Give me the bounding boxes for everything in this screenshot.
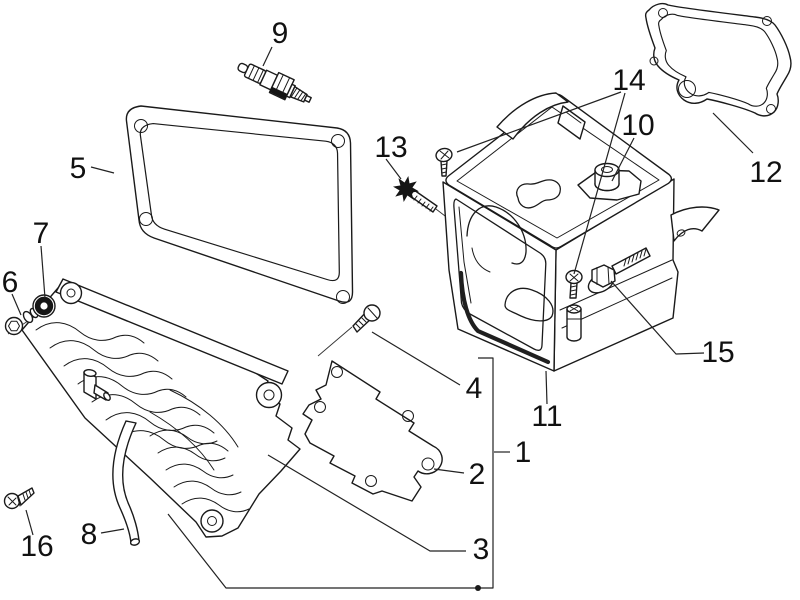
leader-line-4 (371, 331, 461, 386)
breather-pipe (112, 420, 141, 546)
leader-line-3 (267, 454, 466, 552)
leader-line-12 (712, 112, 754, 154)
cover-screw-top (435, 147, 453, 177)
callout-label-1: 1 (515, 436, 532, 469)
flange-ear (200, 509, 224, 533)
callout-label-4: 4 (466, 372, 483, 405)
self-tapping-screw (352, 304, 381, 333)
breather-elbow (83, 369, 111, 401)
callout-label-3: 3 (473, 533, 490, 566)
gasket-hole (134, 119, 148, 133)
leader-line-16 (25, 509, 34, 536)
baffle-plate (302, 360, 443, 502)
callout-label-9: 9 (272, 17, 289, 50)
valve-cover-gasket (644, 2, 792, 117)
flange-ear (59, 281, 83, 305)
spacer-sleeve (566, 304, 582, 342)
pan-head-screw (3, 487, 35, 510)
leader-line-5 (90, 166, 115, 174)
gasket-hole (678, 80, 696, 98)
stud-with-star-washer (393, 176, 438, 213)
axis-line (317, 326, 353, 357)
callout-label-14: 14 (612, 64, 645, 97)
callout-label-8: 8 (81, 518, 98, 551)
gasket-hole (762, 16, 772, 26)
callout-label-6: 6 (2, 266, 19, 299)
head-top-flange (55, 278, 289, 385)
top-cutout (516, 179, 561, 209)
head-cover-gasket (125, 105, 354, 304)
callout-label-11: 11 (531, 400, 562, 433)
plate-hole (421, 457, 435, 471)
leader-line-8 (100, 528, 125, 534)
plate-hole (402, 410, 414, 422)
callout-label-7: 7 (33, 217, 50, 250)
flange-ear (255, 381, 283, 409)
leader-line-14 (456, 91, 622, 153)
leader-line-2 (433, 468, 465, 474)
leader-line-13 (385, 158, 402, 180)
leader-line-7 (40, 245, 46, 299)
assembly-line (167, 513, 477, 589)
gasket-hole (658, 8, 668, 18)
assembly-line-dot (475, 585, 481, 591)
cylinder-head (21, 278, 301, 538)
gasket-hole (649, 56, 659, 66)
gasket-hole (331, 134, 345, 148)
leader-line-11 (545, 370, 548, 405)
cooling-fins-upper (35, 322, 229, 452)
callout-label-5: 5 (70, 152, 87, 185)
spark-plug (237, 62, 312, 103)
cap-nut (577, 162, 642, 201)
flange-cutout (504, 287, 554, 322)
cover-strap (496, 92, 569, 140)
callout-label-15: 15 (701, 336, 734, 369)
rocker-cover (442, 92, 720, 372)
leader-line-10 (611, 137, 635, 182)
cooling-fins-lower (149, 429, 250, 513)
gasket-hole (336, 290, 350, 304)
callout-label-16: 16 (20, 530, 53, 563)
grommet-washer (32, 294, 56, 318)
leader-line-15 (610, 280, 705, 355)
leader-line-6 (11, 293, 22, 316)
callout-label-2: 2 (469, 458, 486, 491)
seal-band (458, 270, 551, 365)
assembly-bracket (478, 357, 494, 589)
gasket-hole (139, 212, 153, 226)
side-tab (670, 206, 720, 242)
flange-bolt (587, 247, 651, 294)
leader-line-14 (573, 92, 626, 275)
leader-line-9 (262, 46, 273, 67)
plate-hole (365, 475, 377, 487)
gasket-hole (766, 104, 776, 114)
cover-tab (557, 105, 586, 140)
cover-screw-bottom (565, 269, 583, 299)
callout-label-10: 10 (621, 109, 654, 142)
plate-hole (331, 366, 343, 378)
callout-label-12: 12 (749, 156, 782, 189)
plate-hole (314, 401, 326, 413)
callout-label-13: 13 (374, 131, 407, 164)
